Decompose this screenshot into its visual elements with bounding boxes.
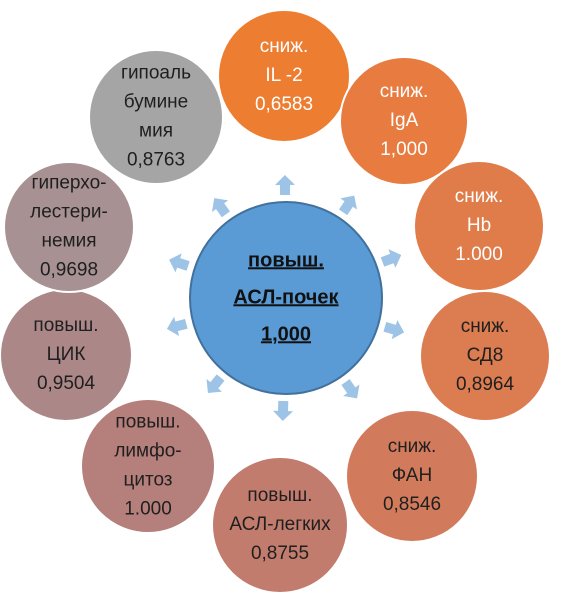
node-cd8: сниж. СД8 0,8964 <box>419 290 551 422</box>
node-label-line: цитоз <box>123 470 172 491</box>
node-label-line: Hb <box>467 215 491 236</box>
node-label-line: сниж. <box>388 436 437 457</box>
arrow-to-albumin <box>211 198 230 218</box>
node-label-line: сниж. <box>380 81 429 102</box>
node-label-line: повыш. <box>115 412 180 433</box>
node-label-line: 1,000 <box>380 139 428 160</box>
node-label-line: сниж. <box>260 36 309 57</box>
node-label-line: 0,8763 <box>127 150 185 171</box>
arrow-to-hb <box>380 249 402 268</box>
node-label-line: 1.000 <box>455 244 503 265</box>
node-il2: сниж. IL -2 0,6583 <box>217 9 351 143</box>
arrow-to-il2 <box>274 175 295 196</box>
center-node: повыш. АСЛ-почек 1,000 <box>189 201 383 395</box>
node-circle <box>345 409 479 543</box>
node-label-line: ФАН <box>392 465 432 486</box>
node-hb: сниж. Hb 1.000 <box>413 160 545 292</box>
node-chol: гиперхо-лестери-немия 0,9698 <box>3 161 135 293</box>
node-circle <box>211 456 349 593</box>
node-label-line: 0,9698 <box>40 260 98 281</box>
node-label-line: IgA <box>390 110 419 131</box>
node-label-line: 0,8964 <box>456 374 515 395</box>
arrow-to-asl-lung <box>273 400 294 421</box>
arrow-to-cd8 <box>383 320 405 340</box>
node-label-line: гипоаль <box>121 63 191 84</box>
node-label-line: 0,8546 <box>383 494 441 515</box>
node-lymph: повыш. лимфо-цитоз 1.000 <box>80 398 216 534</box>
arrow-to-iga <box>338 195 358 216</box>
node-label-line: гиперхо- <box>32 173 107 194</box>
arrow-to-fan <box>341 379 360 399</box>
node-label-line: повыш. <box>247 485 312 506</box>
node-asl-lung: повыш. АСЛ-легких 0,8755 <box>211 456 349 593</box>
node-cik: повыш. ЦИК 0,9504 <box>0 288 133 422</box>
node-label-line: сниж. <box>461 316 510 337</box>
node-circle <box>419 290 551 422</box>
center-label-line: 1,000 <box>261 323 311 345</box>
node-label-line: лестери- <box>30 202 108 223</box>
node-label-line: 0,9504 <box>37 373 96 394</box>
node-label-line: повыш. <box>33 315 98 336</box>
node-circle <box>3 161 135 293</box>
node-label-line: АСЛ-легких <box>229 514 331 535</box>
node-label-line: IL -2 <box>265 65 302 86</box>
arrow-to-lymph <box>206 374 225 394</box>
node-label-line: 1.000 <box>124 499 172 520</box>
node-label-line: мия <box>139 121 173 142</box>
node-label-line: 0,8755 <box>251 543 309 564</box>
node-label-line: лимфо- <box>114 441 181 462</box>
node-fan: сниж. ФАН 0,8546 <box>345 409 479 543</box>
arrow-to-chol <box>169 253 190 273</box>
node-label-line: 0,6583 <box>255 94 313 115</box>
node-circle <box>339 56 469 186</box>
node-circle <box>88 49 224 185</box>
center-circle <box>189 201 383 395</box>
node-label-line: ЦИК <box>47 344 86 365</box>
node-iga: сниж. IgA 1,000 <box>339 56 469 186</box>
center-label-line: АСЛ-почек <box>233 286 339 308</box>
arrow-to-cik <box>166 316 188 337</box>
node-label-line: немия <box>41 231 96 252</box>
node-label-line: бумине <box>124 92 189 113</box>
node-label-line: сниж. <box>455 186 504 207</box>
node-circle <box>217 9 351 143</box>
node-albumin: гипоаль бумине мия 0,8763 <box>88 49 224 185</box>
node-label-line: СД8 <box>467 345 504 366</box>
node-circle <box>80 398 216 534</box>
center-label-line: повыш. <box>248 249 324 271</box>
